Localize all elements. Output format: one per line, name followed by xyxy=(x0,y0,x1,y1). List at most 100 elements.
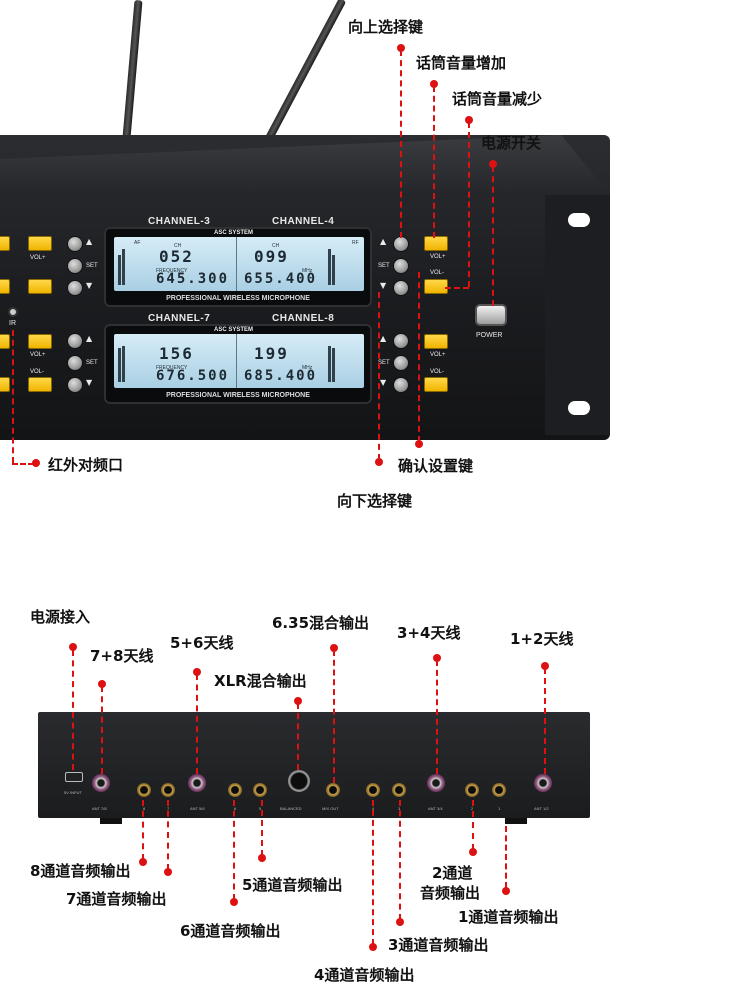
annotation-out4: 4通道音频输出 xyxy=(314,966,415,984)
vol-partial-left[interactable] xyxy=(0,236,10,251)
callout-dot xyxy=(369,943,377,951)
up-arrow-icon: ▲ xyxy=(86,237,93,246)
vol-down-label: VOL- xyxy=(430,369,445,375)
callout-line xyxy=(433,86,435,238)
set-label: SET xyxy=(378,263,390,269)
up-button-ch7[interactable] xyxy=(67,333,83,349)
callout-dot xyxy=(294,697,302,705)
up-button-ch4[interactable] xyxy=(393,236,409,252)
lcd-caption-bottom: PROFESSIONAL WIRELESS MICROPHONE xyxy=(166,392,310,399)
out8-number: 8 xyxy=(143,806,146,811)
lcd-ch-left: 052 xyxy=(159,247,194,266)
up-button-ch3[interactable] xyxy=(67,236,83,252)
balanced-label: BALANCED xyxy=(280,806,302,811)
annotation-mix635: 6.35混合输出 xyxy=(272,614,370,632)
audio-out-6-jack[interactable] xyxy=(228,783,242,797)
lcd-ch-right: 199 xyxy=(254,344,289,363)
annotation-down-select: 向下选择键 xyxy=(337,492,413,510)
audio-out-7-jack[interactable] xyxy=(161,783,175,797)
callout-dot xyxy=(465,116,473,124)
lcd-freq-left: 645.300 xyxy=(156,271,230,287)
callout-line xyxy=(233,800,235,900)
audio-out-5-jack[interactable] xyxy=(253,783,267,797)
vol-up-label: VOL+ xyxy=(430,352,446,358)
vol-down-button-ch3[interactable] xyxy=(28,279,52,294)
antenna-3-4-connector[interactable] xyxy=(427,774,445,792)
set-label: SET xyxy=(378,360,390,366)
ant56-label: ANT 5/6 xyxy=(190,806,205,811)
mix-out-635-jack[interactable] xyxy=(326,783,340,797)
mixout-label: MIX OUT xyxy=(322,806,339,811)
lcd-freq-left: 676.500 xyxy=(156,368,230,384)
set-button-ch4[interactable] xyxy=(393,258,409,274)
callout-line xyxy=(445,287,469,289)
down-button-ch4[interactable] xyxy=(393,280,409,296)
dc-power-jack-icon[interactable] xyxy=(65,772,83,782)
vol-up-button-ch7[interactable] xyxy=(28,334,52,349)
annotation-power: 电源开关 xyxy=(481,134,542,152)
callout-line xyxy=(418,272,420,442)
annotation-vol-down: 话筒音量减少 xyxy=(452,90,543,108)
vol-down-label: VOL- xyxy=(30,369,45,375)
set-button-ch7[interactable] xyxy=(67,355,83,371)
callout-line xyxy=(72,650,74,770)
freq-label-left: FREQUENCY xyxy=(156,268,188,274)
down-arrow-icon: ▼ xyxy=(86,281,93,290)
set-button-ch8[interactable] xyxy=(393,355,409,371)
down-button-ch8[interactable] xyxy=(393,377,409,393)
af-meter-right xyxy=(328,344,335,382)
callout-dot xyxy=(164,868,172,876)
vol-down-button-ch8[interactable] xyxy=(424,377,448,392)
set-label: SET xyxy=(86,360,98,366)
antenna-1-2-connector[interactable] xyxy=(534,774,552,792)
xlr-balanced-connector[interactable] xyxy=(288,770,310,792)
annotation-confirm: 确认设置键 xyxy=(398,457,474,475)
vol-up-button-ch8[interactable] xyxy=(424,334,448,349)
vol-partial-left-4[interactable] xyxy=(0,377,10,392)
audio-out-2-jack[interactable] xyxy=(465,783,479,797)
audio-out-3-jack[interactable] xyxy=(392,783,406,797)
audio-out-8-jack[interactable] xyxy=(137,783,151,797)
callout-line xyxy=(468,122,470,287)
receiver-back-panel xyxy=(38,712,590,818)
power-button[interactable] xyxy=(475,304,507,326)
antenna-7-8-connector[interactable] xyxy=(92,774,110,792)
up-arrow-icon: ▲ xyxy=(86,334,93,343)
callout-line xyxy=(505,826,507,888)
annotation-ant34: 3+4天线 xyxy=(397,624,461,642)
lcd-screen-top: ASC SYSTEM AF CH 052 FREQUENCY 645.300 C… xyxy=(114,230,364,291)
ch-label-left: CH xyxy=(174,243,182,249)
vol-up-button-ch4[interactable] xyxy=(424,236,448,251)
antenna-5-6-connector[interactable] xyxy=(188,774,206,792)
callout-dot xyxy=(330,644,338,652)
vol-up-button-ch3[interactable] xyxy=(28,236,52,251)
down-button-ch3[interactable] xyxy=(67,280,83,296)
vol-down-button-ch7[interactable] xyxy=(28,377,52,392)
lcd-ch-right: 099 xyxy=(254,247,289,266)
up-arrow-icon: ▲ xyxy=(380,334,387,343)
annotation-out3: 3通道音频输出 xyxy=(388,936,489,954)
audio-out-4-jack[interactable] xyxy=(366,783,380,797)
lcd-display-bottom: ASC SYSTEM 156 FREQUENCY 676.500 199 MHz… xyxy=(104,324,372,404)
annotation-out7: 7通道音频输出 xyxy=(66,890,167,908)
vol-partial-left-2[interactable] xyxy=(0,279,10,294)
channel-8-label: CHANNEL-8 xyxy=(272,313,335,324)
audio-out-1-jack[interactable] xyxy=(492,783,506,797)
down-button-ch7[interactable] xyxy=(67,377,83,393)
vol-down-label: VOL- xyxy=(430,270,445,276)
callout-dot xyxy=(98,680,106,688)
callout-dot xyxy=(433,654,441,662)
callout-line xyxy=(333,650,335,783)
callout-dot xyxy=(415,440,423,448)
callout-line xyxy=(492,166,494,306)
vol-up-label: VOL+ xyxy=(430,254,446,260)
up-button-ch8[interactable] xyxy=(393,333,409,349)
callout-dot xyxy=(469,848,477,856)
lcd-caption-top: PROFESSIONAL WIRELESS MICROPHONE xyxy=(166,295,310,302)
vol-partial-left-3[interactable] xyxy=(0,334,10,349)
set-button-ch3[interactable] xyxy=(67,258,83,274)
out5-number: 5 xyxy=(259,806,262,811)
annotation-ant56: 5+6天线 xyxy=(170,634,234,652)
af-meter-left xyxy=(118,247,125,285)
vol-down-button-ch4[interactable] xyxy=(424,279,448,294)
